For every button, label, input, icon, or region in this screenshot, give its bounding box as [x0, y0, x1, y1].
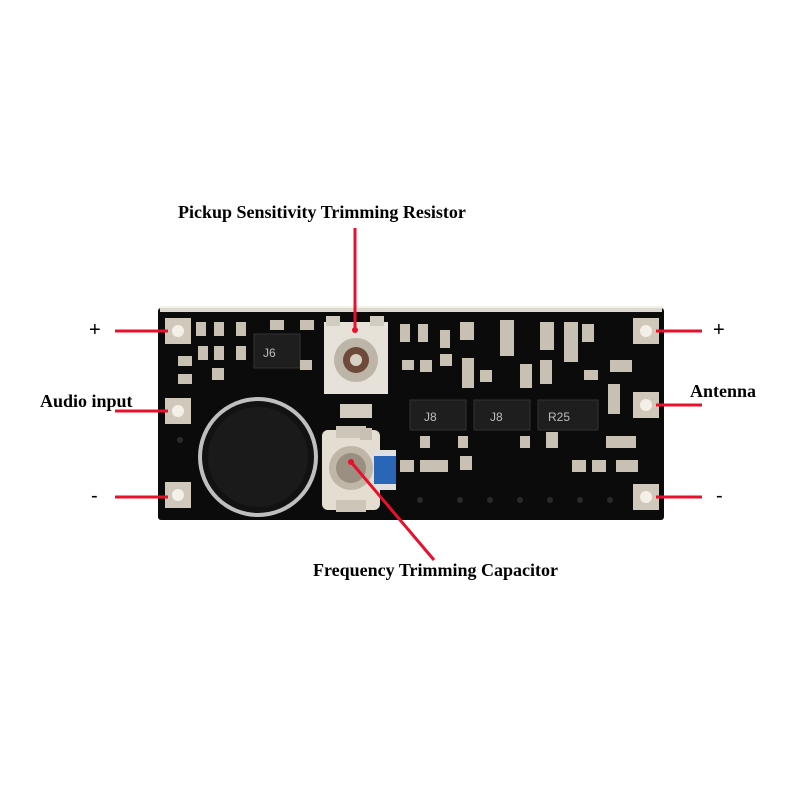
- label-audio-input: Audio input: [40, 391, 133, 411]
- chips: J6 J8 J8 R25: [253, 333, 599, 431]
- label-antenna: Antenna: [690, 381, 757, 401]
- right-pads: [633, 318, 659, 510]
- label-left-plus: +: [89, 319, 101, 341]
- label-left-minus: -: [91, 485, 98, 507]
- label-frequency-trimming: Frequency Trimming Capacitor: [313, 560, 558, 580]
- chip-mark-r25: R25: [548, 410, 570, 424]
- inductor: [374, 450, 396, 490]
- left-pads: [165, 318, 191, 508]
- pointer-capacitor: [349, 461, 436, 561]
- trimming-resistor: [324, 316, 388, 418]
- chip-mark-j8b: J8: [490, 410, 503, 424]
- chip-mark-j6: J6: [263, 346, 276, 360]
- pointer-lines: [115, 228, 702, 561]
- chip-mark-j8a: J8: [424, 410, 437, 424]
- smd-components: [178, 320, 638, 472]
- label-right-minus: -: [716, 485, 723, 507]
- label-pickup-sensitivity: Pickup Sensitivity Trimming Resistor: [178, 202, 466, 222]
- microphone: [198, 397, 318, 517]
- label-right-plus: +: [713, 319, 725, 341]
- trimming-capacitor: [322, 426, 380, 512]
